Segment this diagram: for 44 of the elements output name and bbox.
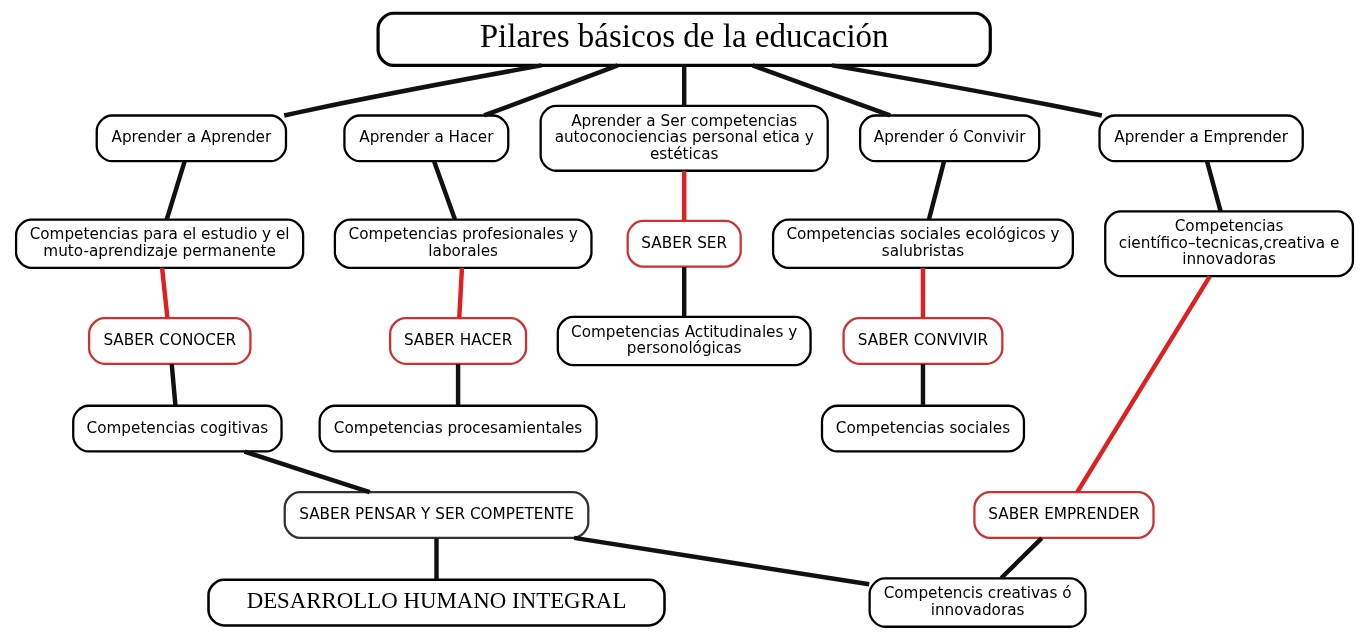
node-box: Competencias sociales ecológicos y salubristas xyxy=(771,218,1074,270)
connector xyxy=(831,63,1102,118)
connector xyxy=(455,364,460,406)
connector xyxy=(751,63,891,118)
node-box: Aprender a Aprender xyxy=(95,114,287,163)
connector xyxy=(431,160,457,221)
node-box: Competencias Actitudinales y personológicas xyxy=(556,315,812,367)
node-box: SABER CONVIVIR xyxy=(841,316,1003,365)
node-box: Competencias cogitivas xyxy=(71,404,283,453)
connector xyxy=(243,449,370,495)
connector xyxy=(169,363,178,406)
connector xyxy=(456,267,464,319)
connector xyxy=(681,267,686,317)
connector xyxy=(433,538,439,580)
connector xyxy=(926,160,946,220)
node-box: Aprender a Ser competencias autoconociencias personal etica y estéticas xyxy=(539,104,829,172)
node-box: Competencias científico–tecnicas,creativa e innovadoras xyxy=(1103,210,1354,278)
node-box: SABER SER xyxy=(626,219,742,268)
connector xyxy=(920,364,925,406)
connector xyxy=(999,536,1043,580)
connector xyxy=(1204,160,1223,212)
node-box: SABER EMPRENDER xyxy=(972,490,1155,539)
node-box: Competencias procesamientales xyxy=(318,404,598,453)
connector xyxy=(573,535,870,587)
connector xyxy=(681,65,686,106)
node-box: Aprender a Emprender xyxy=(1097,114,1304,163)
connector xyxy=(164,160,187,220)
node-box: SABER HACER xyxy=(388,316,527,365)
node-box: Competencias para el estudio y el muto-aprendizaje permanente xyxy=(14,218,304,270)
node-box: Aprender ó Convivir xyxy=(858,114,1040,163)
node-box: SABER CONOCER xyxy=(87,316,252,365)
node-box: SABER PENSAR Y SER COMPETENTE xyxy=(283,490,589,539)
node-box: Pilares básicos de la educación xyxy=(376,11,992,67)
connector xyxy=(482,63,619,118)
connector xyxy=(159,267,170,319)
node-box: Competencias sociales xyxy=(820,404,1025,453)
connector xyxy=(1075,275,1212,493)
node-box: Aprender a Hacer xyxy=(342,114,509,163)
connector xyxy=(681,171,686,221)
connector xyxy=(920,267,925,318)
node-box: Competencias profesionales y laborales xyxy=(333,218,593,270)
connector xyxy=(283,63,542,118)
node-box: Competencis creativas ó innovadoras xyxy=(868,577,1087,628)
node-box: DESARROLLO HUMANO INTEGRAL xyxy=(206,578,666,627)
